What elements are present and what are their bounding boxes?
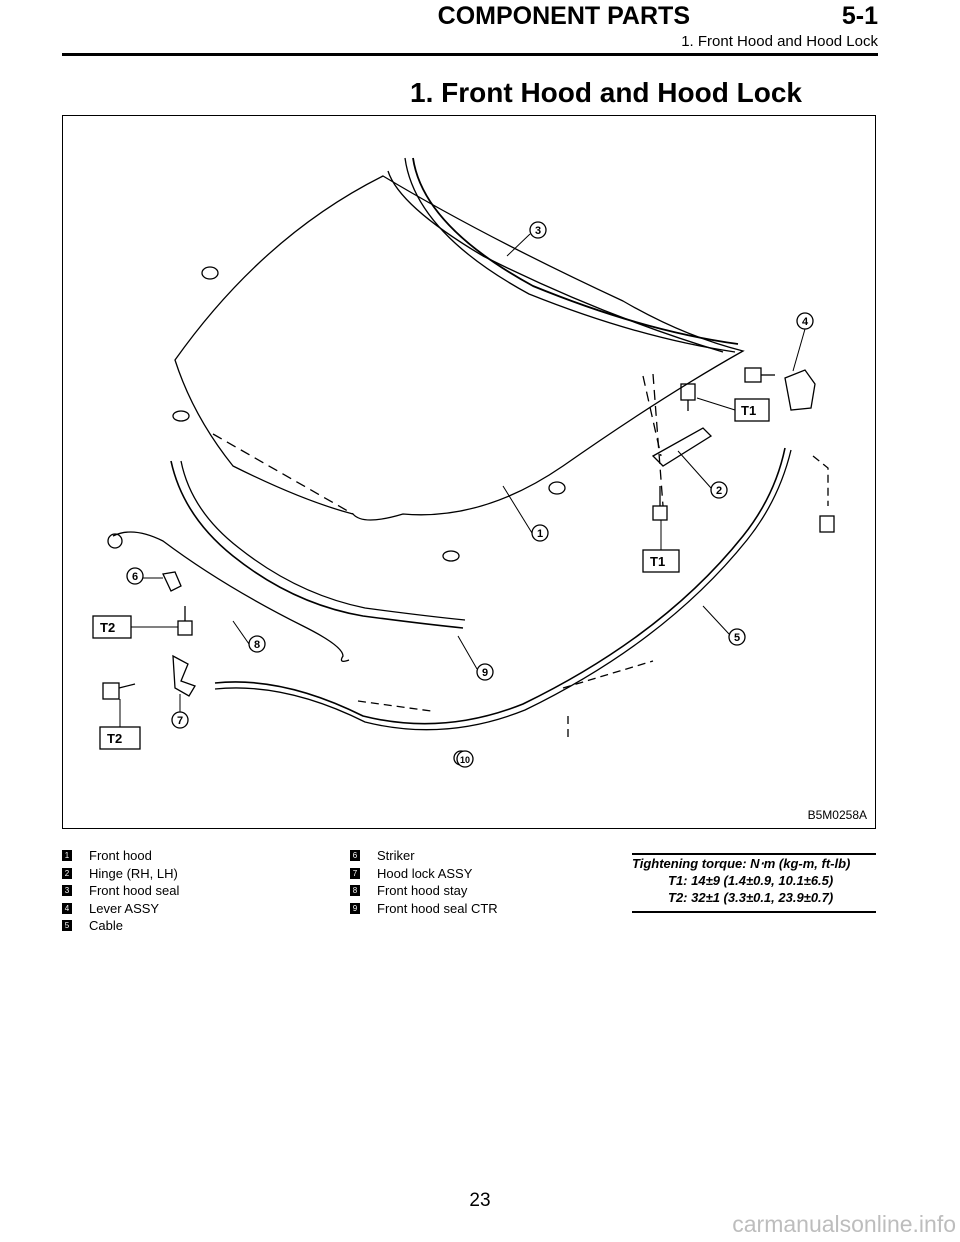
svg-text:9: 9 [482, 667, 488, 679]
torque-tag-t2-left: T2 [92, 615, 132, 639]
striker-part [162, 571, 182, 592]
bolt-icon [680, 383, 696, 411]
page-number: 23 [469, 1190, 491, 1211]
callout-3: 3 [529, 221, 547, 239]
legend-number: 4 [62, 902, 72, 914]
svg-text:T1: T1 [650, 554, 665, 569]
figure-code: B5M0258A [807, 808, 867, 822]
callout-9: 9 [476, 663, 494, 681]
torque-heading: Tightening torque: N⋅m (kg-m, ft-lb) [632, 856, 851, 871]
legend-item: 6 Striker [350, 847, 498, 865]
legend-item: 3 Front hood seal [62, 882, 179, 900]
legend-label: Striker [377, 848, 415, 863]
bolt-icon [652, 486, 668, 521]
hood-stay-part [112, 531, 350, 662]
legend-label: Hinge (RH, LH) [89, 865, 178, 881]
hood-seal-part [412, 157, 739, 345]
header-rule [62, 53, 878, 56]
bumper-icon [172, 266, 566, 562]
lever-assy-part [784, 369, 816, 411]
legend-item: 4 Lever ASSY [62, 900, 179, 918]
legend-number: 5 [62, 920, 72, 932]
torque-tag-t1-upper: T1 [734, 398, 770, 422]
legend-label: Front hood seal [89, 883, 180, 898]
legend-item: 7 Hood lock ASSY [350, 865, 498, 883]
svg-text:7: 7 [177, 715, 183, 727]
page-heading: 1. Front Hood and Hood Lock [410, 77, 802, 108]
callout-1: 1 [531, 524, 549, 542]
leader-lines [119, 233, 806, 727]
svg-text:T1: T1 [741, 403, 756, 418]
legend-number: 9 [350, 902, 360, 914]
legend-label: Front hood stay [377, 883, 468, 898]
grommet-icon [107, 533, 469, 766]
legend-item: 1 Front hood [62, 847, 179, 865]
legend-number: 6 [350, 850, 360, 862]
svg-text:4: 4 [802, 316, 809, 328]
hood-seal-ctr-part [170, 460, 464, 629]
hood-diagram: 3 4 2 1 5 6 8 9 7 10 T1 T1 T2 T2 [92, 157, 835, 768]
legend-number: 3 [62, 885, 72, 897]
torque-tags: T1 T1 T2 T2 [92, 398, 770, 750]
header-subtitle: 1. Front Hood and Hood Lock [681, 33, 878, 50]
torque-t1: T1: 14±9 (1.4±0.9, 10.1±6.5) [668, 873, 834, 888]
legend-number: 8 [350, 885, 360, 897]
callout-10: 10 [456, 750, 474, 768]
svg-text:T2: T2 [107, 731, 122, 746]
header-section-number: 5-1 [841, 2, 878, 30]
legend-item: 2 Hinge (RH, LH) [62, 865, 179, 883]
torque-t2: T2: 32±1 (3.3±0.1, 23.9±0.7) [668, 890, 834, 905]
legend-label: Front hood seal CTR [377, 900, 498, 916]
svg-text:2: 2 [716, 485, 722, 497]
bolt-icon [177, 606, 193, 636]
hood-lock-assy-part [172, 654, 196, 697]
svg-text:8: 8 [254, 639, 260, 651]
callout-4: 4 [796, 312, 814, 330]
torque-specification: Tightening torque: N⋅m (kg-m, ft-lb) T1:… [632, 853, 876, 913]
callout-7: 7 [171, 711, 189, 729]
svg-text:1: 1 [537, 528, 543, 540]
callout-5: 5 [728, 628, 746, 646]
hinge-part [651, 427, 713, 467]
legend-label: Cable [89, 918, 123, 933]
torque-tag-t2-bottom: T2 [99, 726, 141, 750]
legend-label: Hood lock ASSY [377, 865, 473, 881]
cable-part [214, 447, 786, 725]
legend-label: Lever ASSY [89, 900, 160, 916]
legend-mid: 6 Striker 7 Hood lock ASSY 8 Front hood sta… [350, 847, 498, 917]
callout-6: 6 [126, 567, 144, 585]
legend-item: 8 Front hood stay [350, 882, 498, 900]
legend-left: 1 Front hood 2 Hinge (RH, LH) 3 Front hood … [62, 847, 179, 935]
legend-number: 2 [62, 867, 72, 879]
svg-text:3: 3 [535, 225, 541, 237]
front-hood-outline [174, 175, 745, 521]
bolt-icon [819, 515, 835, 533]
callout-8: 8 [248, 635, 266, 653]
svg-text:5: 5 [734, 632, 740, 644]
legend-item: 5 Cable [62, 917, 179, 935]
legend-number: 7 [350, 867, 360, 879]
legend-label: Front hood [89, 848, 152, 863]
header-title: COMPONENT PARTS [437, 2, 690, 30]
callout-markers: 3 4 2 1 5 6 8 9 7 10 [126, 221, 814, 768]
bolt-icon [102, 682, 136, 700]
svg-text:T2: T2 [100, 620, 115, 635]
legend-item: 9 Front hood seal CTR [350, 900, 498, 918]
exploded-view-figure: 3 4 2 1 5 6 8 9 7 10 T1 T1 T2 T2 [62, 115, 876, 829]
watermark: carmanualsonline.info [732, 1211, 956, 1237]
svg-text:10: 10 [460, 755, 470, 765]
callout-2: 2 [710, 481, 728, 499]
torque-tag-t1-lower: T1 [642, 549, 680, 573]
legend-number: 1 [62, 850, 72, 862]
bolt-icon [744, 367, 775, 383]
svg-text:6: 6 [132, 571, 138, 583]
front-hood-edge [387, 170, 724, 353]
